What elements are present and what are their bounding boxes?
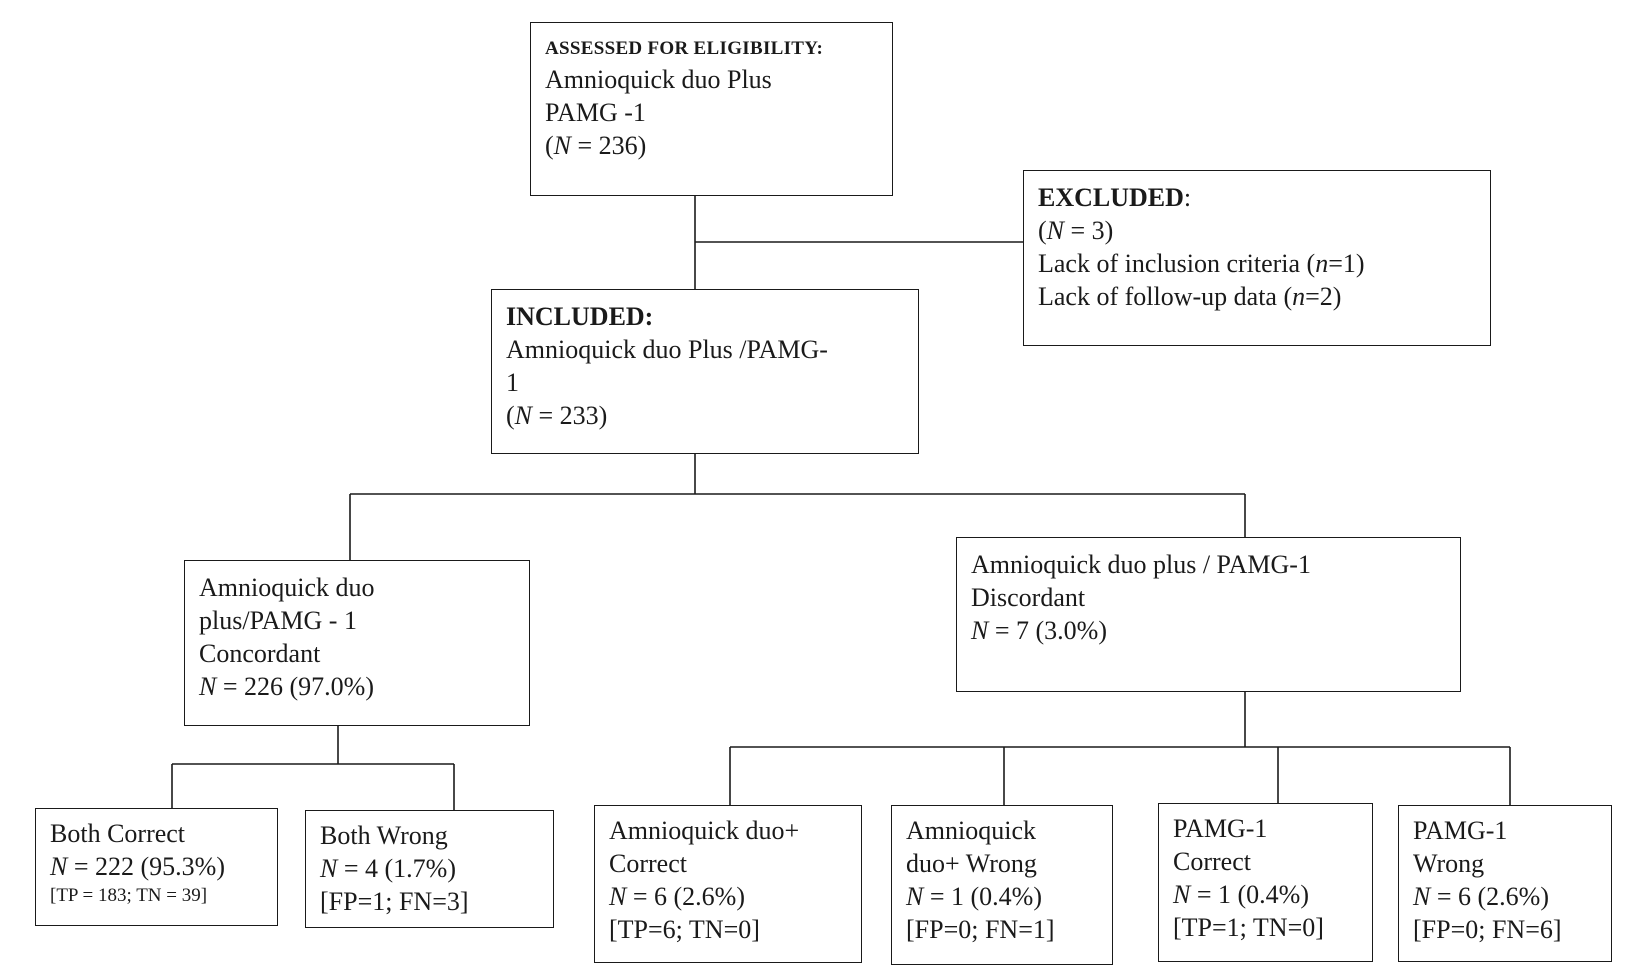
both-wrong-count: N = 4 (1.7%) <box>320 852 539 885</box>
both-wrong-title: Both Wrong <box>320 821 448 850</box>
n-value: = 6 (2.6%) <box>1430 882 1549 911</box>
pamg-correct-detail: [TP=1; TN=0] <box>1173 913 1324 942</box>
amnio-wrong-detail: [FP=0; FN=1] <box>906 915 1055 944</box>
discordant-line-2: Discordant <box>971 583 1086 612</box>
n-value: = 6 (2.6%) <box>626 882 745 911</box>
concordant-count: N = 226 (97.0%) <box>199 670 515 703</box>
n-symbol: N <box>199 672 217 701</box>
discordant-box: Amnioquick duo plus / PAMG-1 Discordant … <box>956 537 1461 692</box>
n-value: = 226 (97.0%) <box>216 672 374 701</box>
pamg-wrong-detail: [FP=0; FN=6] <box>1413 915 1562 944</box>
n-value: = 233) <box>532 401 608 430</box>
pamg-correct-box: PAMG-1 Correct N = 1 (0.4%) [TP=1; TN=0] <box>1158 803 1373 962</box>
n-value: = 222 (95.3%) <box>67 852 225 881</box>
n-symbol: N <box>50 852 68 881</box>
included-count: (N = 233) <box>506 401 608 430</box>
n-value: = 1 (0.4%) <box>923 882 1042 911</box>
amnio-correct-line-1: Amnioquick duo+ <box>609 816 800 845</box>
n-symbol: n <box>1292 282 1306 311</box>
included-line-1: Amnioquick duo Plus /PAMG- <box>506 335 828 364</box>
pamg-correct-line-2: Correct <box>1173 847 1251 876</box>
concordant-line-3: Concordant <box>199 639 321 668</box>
reason-value: =2) <box>1305 282 1342 311</box>
included-line-2: 1 <box>506 368 519 397</box>
pamg-correct-line-1: PAMG-1 <box>1173 814 1268 843</box>
pamg-wrong-line-2: Wrong <box>1413 849 1485 878</box>
concordant-line-2: plus/PAMG - 1 <box>199 606 357 635</box>
excluded-heading: EXCLUDED <box>1038 183 1184 212</box>
n-symbol: N <box>320 854 338 883</box>
assessed-line-2: PAMG -1 <box>545 98 646 127</box>
both-correct-detail: [TP = 183; TN = 39] <box>50 885 208 906</box>
amnio-wrong-line-2: duo+ Wrong <box>906 849 1037 878</box>
excluded-heading-colon: : <box>1183 183 1192 212</box>
reason-value: =1) <box>1328 249 1365 278</box>
amnio-wrong-count: N = 1 (0.4%) <box>906 880 1098 913</box>
n-symbol: N <box>609 882 627 911</box>
included-heading: INCLUDED: <box>506 302 654 331</box>
excluded-box: EXCLUDED: (N = 3) Lack of inclusion crit… <box>1023 170 1491 346</box>
assessed-box: ASSESSED FOR ELIGIBILITY: Amnioquick duo… <box>530 22 893 196</box>
pamg-wrong-box: PAMG-1 Wrong N = 6 (2.6%) [FP=0; FN=6] <box>1398 805 1612 962</box>
excluded-reason-2: Lack of follow-up data (n=2) <box>1038 280 1476 313</box>
n-value: = 236) <box>571 131 647 160</box>
assessed-count: (N = 236) <box>545 131 647 160</box>
included-box: INCLUDED: Amnioquick duo Plus /PAMG- 1 (… <box>491 289 919 454</box>
excluded-count: (N = 3) <box>1038 216 1114 245</box>
pamg-correct-count: N = 1 (0.4%) <box>1173 878 1358 911</box>
discordant-line-1: Amnioquick duo plus / PAMG-1 <box>971 550 1311 579</box>
n-value: = 1 (0.4%) <box>1190 880 1309 909</box>
both-correct-box: Both Correct N = 222 (95.3%) [TP = 183; … <box>35 808 278 926</box>
both-wrong-detail: [FP=1; FN=3] <box>320 887 469 916</box>
pamg-wrong-line-1: PAMG-1 <box>1413 816 1508 845</box>
amnio-wrong-line-1: Amnioquick <box>906 816 1036 845</box>
assessed-line-1: Amnioquick duo Plus <box>545 65 772 94</box>
concordant-box: Amnioquick duo plus/PAMG - 1 Concordant … <box>184 560 530 726</box>
n-symbol: N <box>1413 882 1431 911</box>
pamg-wrong-count: N = 6 (2.6%) <box>1413 880 1597 913</box>
amnio-correct-box: Amnioquick duo+ Correct N = 6 (2.6%) [TP… <box>594 805 862 963</box>
n-symbol: N <box>1046 216 1065 245</box>
excluded-reason-1: Lack of inclusion criteria (n=1) <box>1038 247 1476 280</box>
both-correct-count: N = 222 (95.3%) <box>50 850 263 883</box>
n-symbol: N <box>1173 880 1191 909</box>
amnio-correct-count: N = 6 (2.6%) <box>609 880 847 913</box>
amnio-wrong-box: Amnioquick duo+ Wrong N = 1 (0.4%) [FP=0… <box>891 805 1113 965</box>
n-symbol: N <box>906 882 924 911</box>
n-symbol: N <box>553 131 572 160</box>
n-value: = 3) <box>1064 216 1114 245</box>
n-symbol: N <box>514 401 533 430</box>
n-value: = 7 (3.0%) <box>988 616 1107 645</box>
reason-text: Lack of inclusion criteria ( <box>1038 249 1316 278</box>
excluded-heading-line: EXCLUDED: <box>1038 181 1476 214</box>
n-symbol: n <box>1315 249 1329 278</box>
assessed-heading: ASSESSED FOR ELIGIBILITY: <box>545 38 824 59</box>
n-value: = 4 (1.7%) <box>337 854 456 883</box>
concordant-line-1: Amnioquick duo <box>199 573 375 602</box>
n-symbol: N <box>971 616 989 645</box>
reason-text: Lack of follow-up data ( <box>1038 282 1293 311</box>
both-wrong-box: Both Wrong N = 4 (1.7%) [FP=1; FN=3] <box>305 810 554 928</box>
both-correct-title: Both Correct <box>50 819 186 848</box>
discordant-count: N = 7 (3.0%) <box>971 614 1446 647</box>
amnio-correct-detail: [TP=6; TN=0] <box>609 915 760 944</box>
amnio-correct-line-2: Correct <box>609 849 687 878</box>
